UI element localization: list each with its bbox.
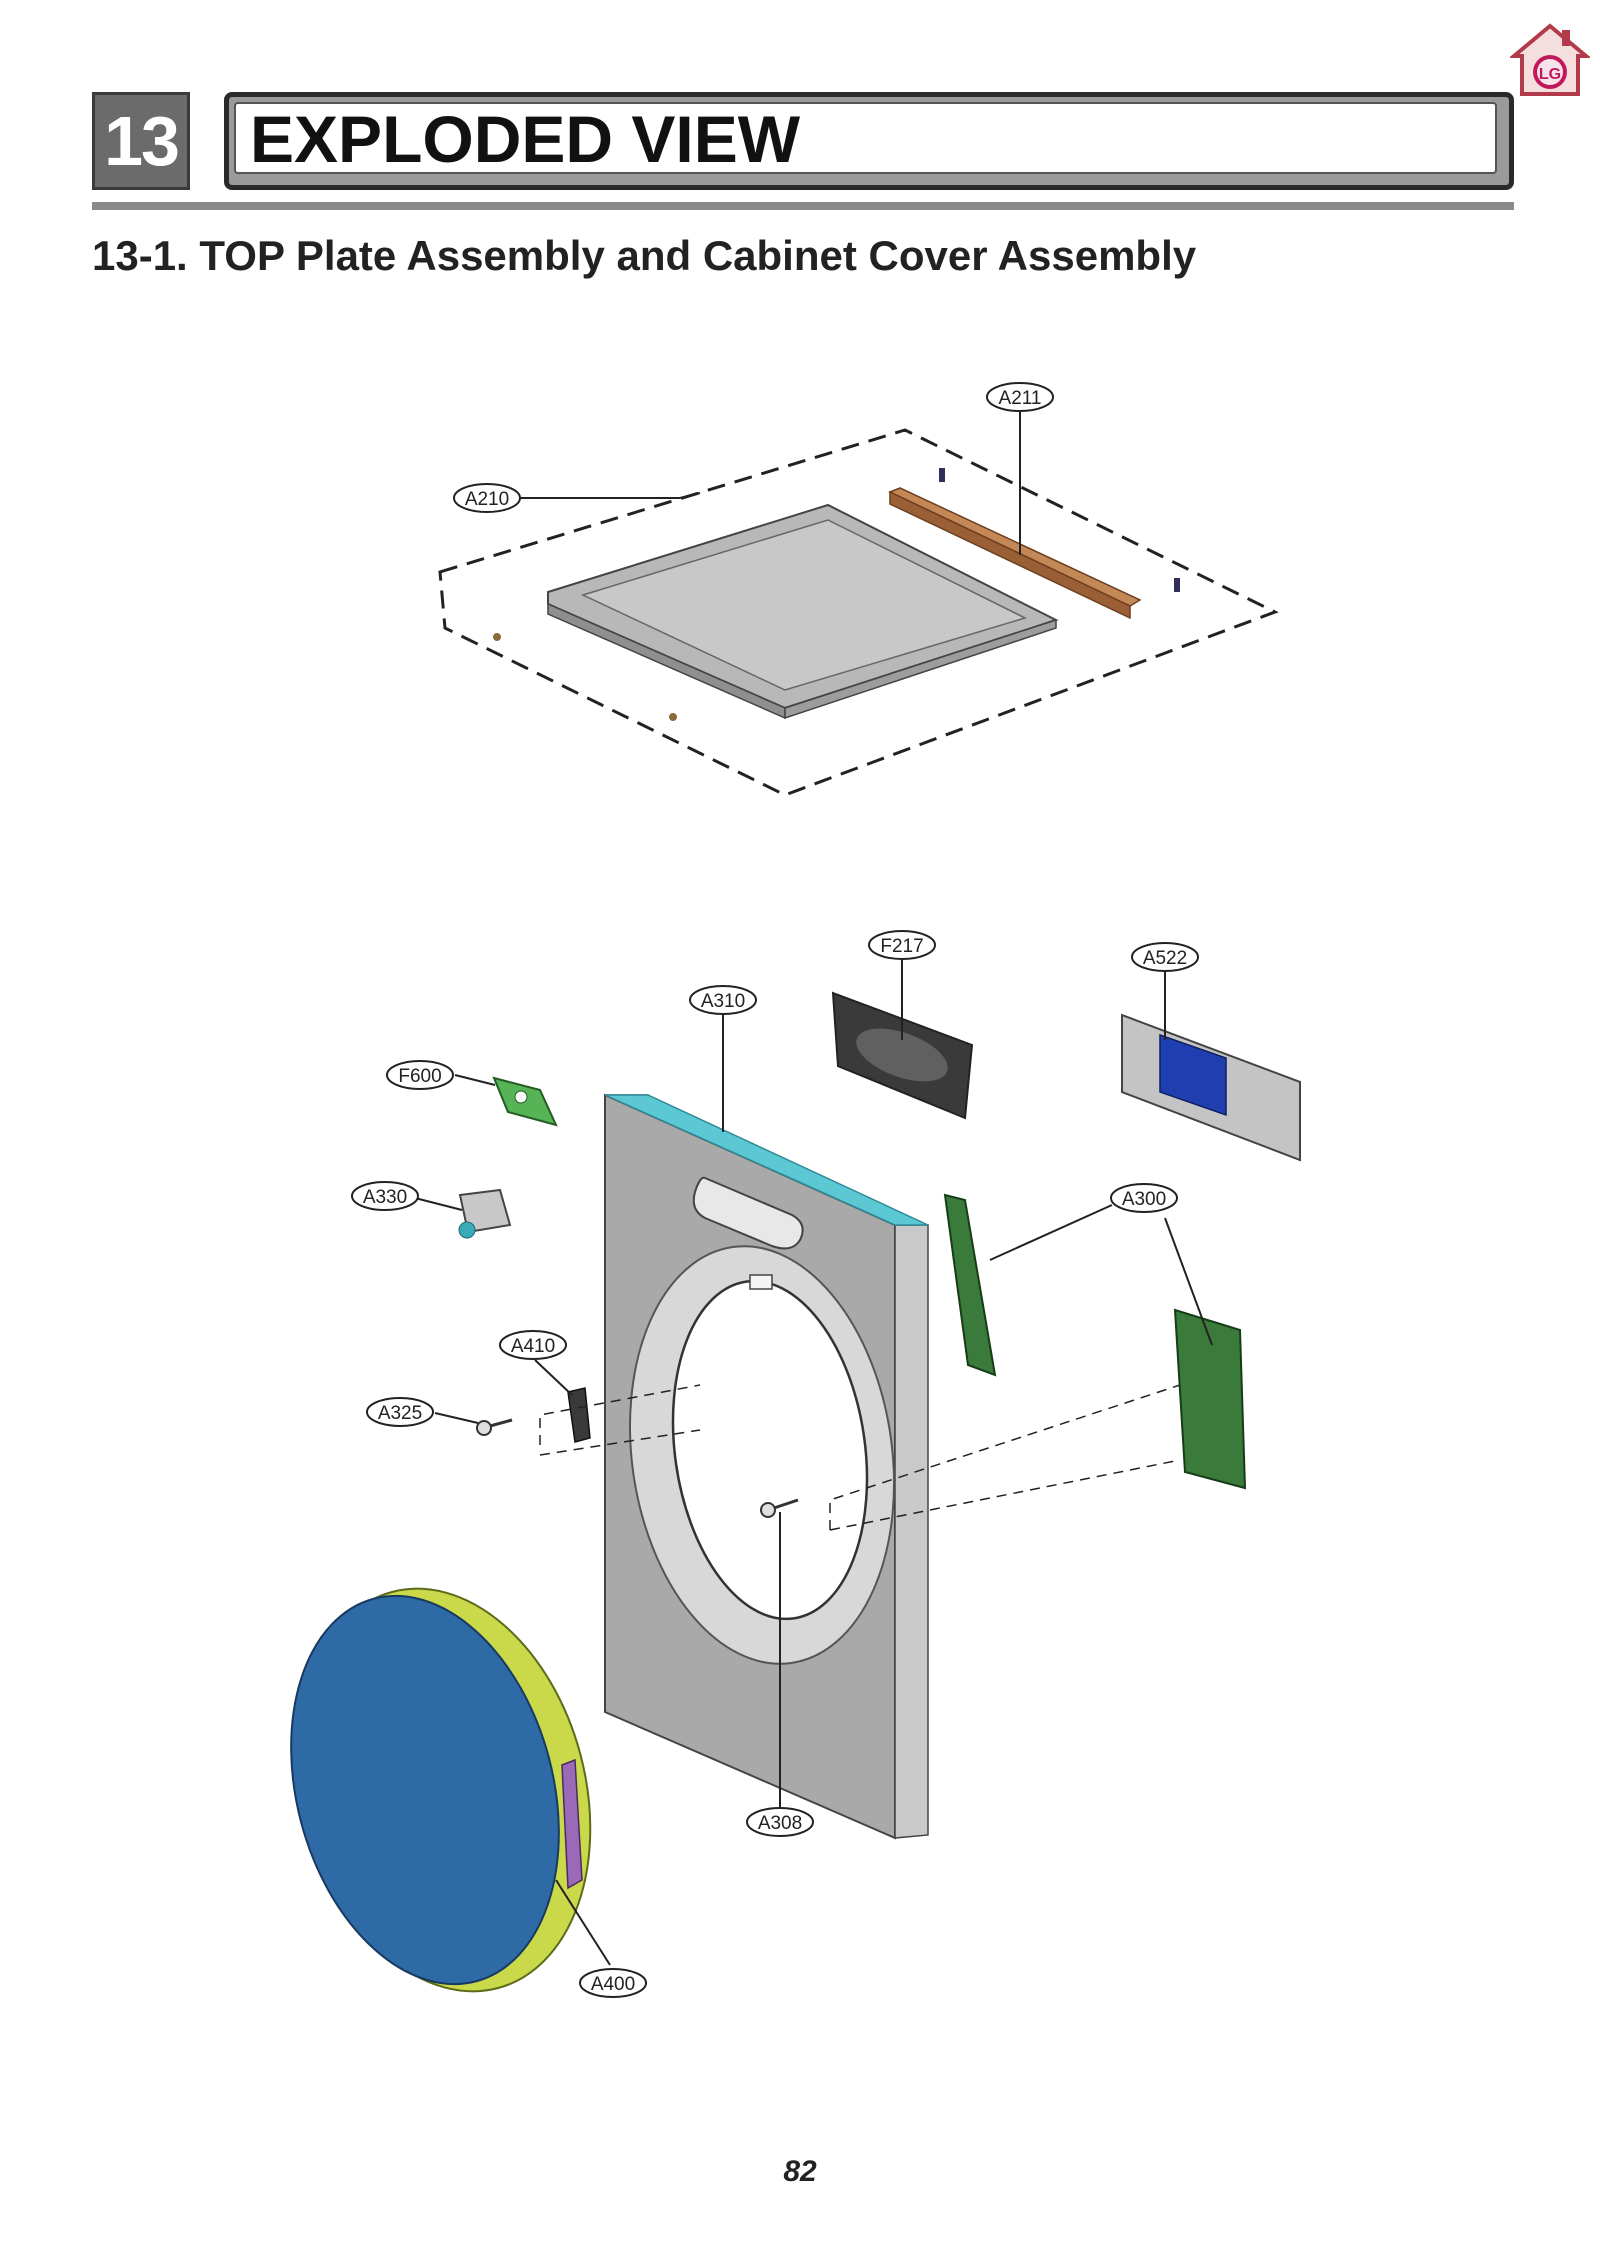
- assembly-guide: [539, 1384, 701, 1445]
- section-subtitle: 13-1. TOP Plate Assembly and Cabinet Cov…: [92, 232, 1197, 279]
- a325-screw-part: [434, 1412, 513, 1436]
- callout-a308: A308: [746, 1807, 814, 1837]
- assembly-guide: [829, 1459, 1181, 1531]
- callout-label: A308: [758, 1813, 802, 1834]
- callout-a211: A211: [986, 382, 1054, 412]
- page-title: EXPLODED VIEW: [234, 102, 1497, 174]
- top-plate-assembly: [438, 410, 1279, 797]
- callout-label: A522: [1143, 948, 1187, 969]
- callout-label: A300: [1122, 1189, 1166, 1210]
- a522-control-panel-part: [1121, 970, 1301, 1162]
- callout-label: A330: [363, 1187, 407, 1208]
- cabinet-cover-part: [604, 1093, 929, 1840]
- title-box: EXPLODED VIEW: [224, 92, 1514, 190]
- clip-part: [939, 468, 945, 482]
- assembly-guide: [829, 1384, 1181, 1530]
- callout-label: F217: [880, 936, 923, 957]
- a410-latch-part: [534, 1359, 591, 1443]
- screw-part: [669, 713, 677, 721]
- logo-text: LG: [1539, 66, 1561, 83]
- callout-f217: F217: [868, 930, 936, 960]
- page-number: 82: [783, 2155, 817, 2188]
- assembly-guide: [539, 1429, 701, 1456]
- callout-a522: A522: [1131, 942, 1199, 972]
- screw-part: [493, 633, 501, 641]
- a300-hinge-part: [943, 1193, 1247, 1490]
- callout-a410: A410: [499, 1330, 567, 1360]
- callout-a330: A330: [351, 1181, 419, 1211]
- callout-f600: F600: [386, 1060, 454, 1090]
- callout-label: F600: [398, 1066, 441, 1087]
- callout-a310: A310: [689, 985, 757, 1015]
- a308-screw-part: [760, 1498, 799, 1808]
- top-plate-part: [547, 503, 1059, 720]
- leader-line: [679, 492, 701, 499]
- title-divider: [92, 202, 1514, 210]
- callout-a325: A325: [366, 1397, 434, 1427]
- f217-part: [831, 958, 974, 1120]
- callout-label: A325: [378, 1403, 422, 1424]
- callout-label: A400: [591, 1974, 635, 1995]
- callout-a300: A300: [1110, 1183, 1178, 1213]
- clip-part: [1174, 578, 1180, 592]
- callout-a400: A400: [579, 1968, 647, 1998]
- callout-label: A410: [511, 1336, 555, 1357]
- rear-rail-part: [888, 487, 1142, 620]
- top-plate-dashed-boundary: [438, 428, 1279, 797]
- a330-part: [414, 1188, 512, 1239]
- callout-label: A210: [465, 489, 509, 510]
- a400-door-part: [290, 1587, 611, 1993]
- chapter-number: 13: [92, 92, 190, 190]
- callout-label: A310: [701, 991, 745, 1012]
- lg-house-logo-icon: LG: [1508, 22, 1592, 98]
- f600-part: [454, 1074, 558, 1127]
- callout-label: A211: [999, 388, 1042, 409]
- callout-a210: A210: [453, 483, 521, 513]
